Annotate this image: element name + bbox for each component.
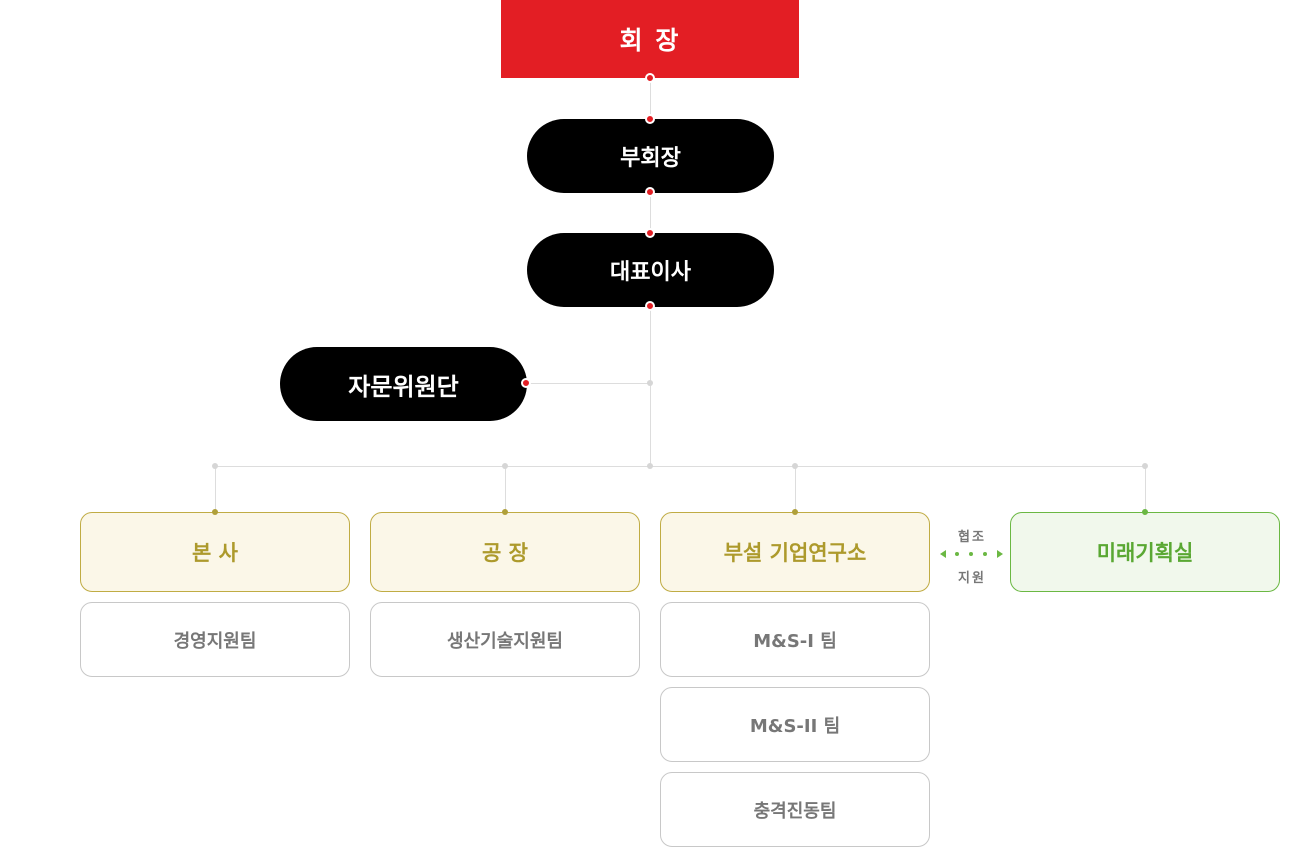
connector-dot <box>645 114 655 124</box>
dept-label: 본 사 <box>192 541 238 565</box>
dept-headquarters: 본 사 <box>80 512 350 592</box>
ceo-box: 대표이사 <box>527 233 774 307</box>
connector-dot <box>792 509 798 515</box>
team-production-tech: 생산기술지원팀 <box>370 602 640 677</box>
connector-ceo-trunk <box>650 306 651 466</box>
support-label-top: 협조 <box>958 530 986 545</box>
vice-chairman-label: 부회장 <box>620 146 681 171</box>
connector-dot <box>645 187 655 197</box>
dept-label: 부설 기업연구소 <box>723 541 867 565</box>
team-label: M&S-II 팀 <box>749 715 841 737</box>
dept-label: 공 장 <box>482 541 528 565</box>
junction-dot <box>502 463 508 469</box>
arrow-left-icon <box>940 550 946 558</box>
connector-dept-0 <box>215 466 216 512</box>
connector-dot <box>645 301 655 311</box>
team-label: M&S-I 팀 <box>753 630 837 652</box>
connector-dot <box>1142 509 1148 515</box>
junction-dot <box>647 380 653 386</box>
advisory-label: 자문위원단 <box>348 372 459 401</box>
support-dot <box>969 552 973 556</box>
team-shock-vibration: 충격진동팀 <box>660 772 930 847</box>
team-management-support: 경영지원팀 <box>80 602 350 677</box>
junction-dot <box>792 463 798 469</box>
connector-dept-3 <box>1145 466 1146 512</box>
dept-future-planning: 미래기획실 <box>1010 512 1280 592</box>
connector-chairman-vice <box>650 78 651 120</box>
chairman-label: 회 장 <box>619 26 681 55</box>
team-label: 충격진동팀 <box>753 800 837 822</box>
connector-dot <box>645 73 655 83</box>
chairman-box: 회 장 <box>501 0 799 78</box>
dept-research-institute: 부설 기업연구소 <box>660 512 930 592</box>
connector-vice-ceo <box>650 192 651 234</box>
connector-dot <box>521 378 531 388</box>
junction-dot <box>1142 463 1148 469</box>
team-ms-2: M&S-II 팀 <box>660 687 930 762</box>
support-dot <box>983 552 987 556</box>
ceo-label: 대표이사 <box>610 260 691 285</box>
junction-dot <box>647 463 653 469</box>
connector-dot <box>645 228 655 238</box>
dept-label: 미래기획실 <box>1096 541 1194 565</box>
advisory-box: 자문위원단 <box>280 347 527 421</box>
dept-factory: 공 장 <box>370 512 640 592</box>
connector-horizontal <box>215 466 1146 467</box>
team-ms-1: M&S-I 팀 <box>660 602 930 677</box>
arrow-right-icon <box>997 550 1003 558</box>
junction-dot <box>212 463 218 469</box>
connector-dept-1 <box>505 466 506 512</box>
support-dot <box>955 552 959 556</box>
team-label: 경영지원팀 <box>173 630 257 652</box>
connector-advisory <box>526 383 650 384</box>
connector-dot <box>502 509 508 515</box>
connector-dept-2 <box>795 466 796 512</box>
vice-chairman-box: 부회장 <box>527 119 774 193</box>
team-label: 생산기술지원팀 <box>447 630 563 652</box>
support-label-bottom: 지원 <box>958 571 986 586</box>
connector-dot <box>212 509 218 515</box>
